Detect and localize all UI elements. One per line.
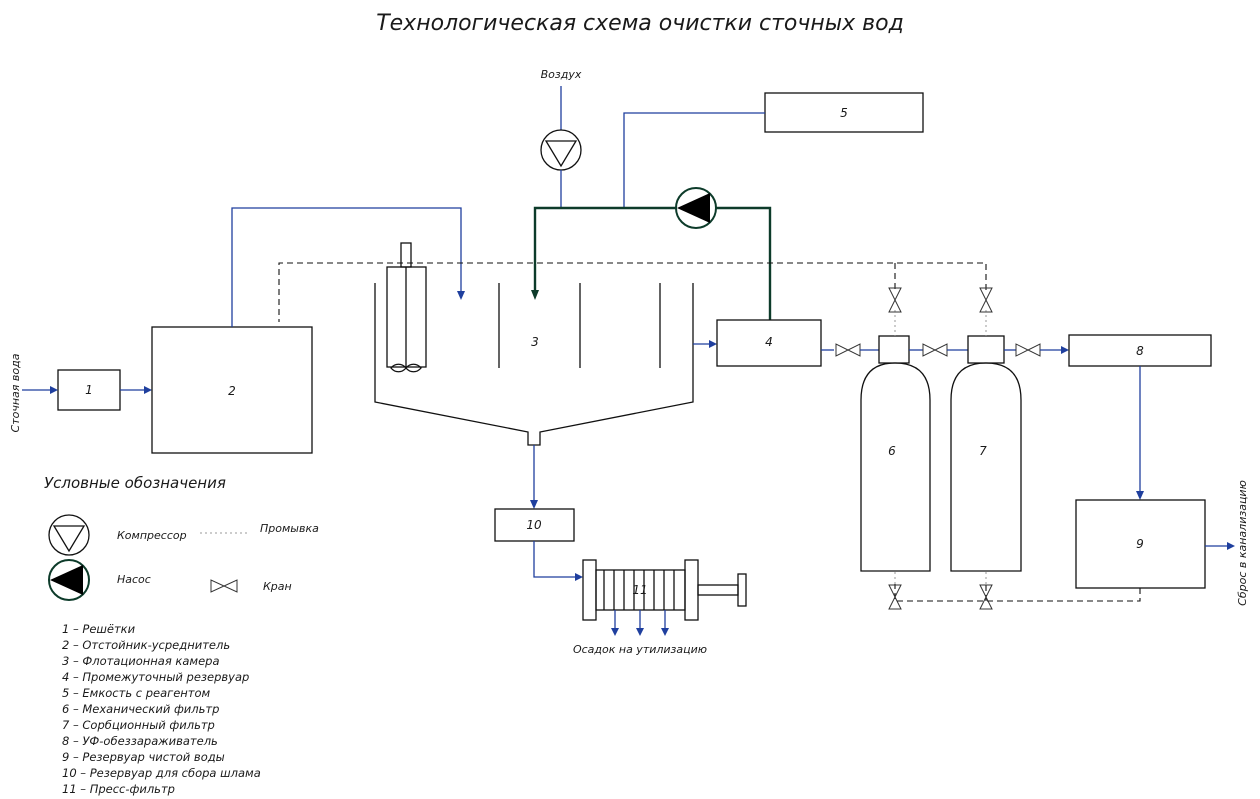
unit-9-clean-water-tank: 9	[1075, 499, 1206, 589]
key-item: 3 – Флотационная камера	[62, 654, 220, 668]
pump-icon	[48, 559, 90, 601]
compressor-icon	[540, 129, 582, 171]
unit-11-press-filter: 11	[582, 559, 747, 621]
legend-flush-label: Промывка	[260, 522, 319, 535]
unit-10-sludge-tank: 10	[494, 508, 575, 542]
unit-6-label: 6	[888, 444, 896, 458]
unit-10-label: 10	[526, 518, 542, 532]
key-item: 4 – Промежуточный резервуар	[62, 670, 249, 684]
key-item: 9 – Резервуар чистой воды	[62, 750, 225, 764]
legend-compressor-label: Компрессор	[117, 529, 187, 542]
legend-compressor: Компрессор	[48, 514, 187, 556]
unit-7-label: 7	[979, 444, 987, 458]
unit-3-label: 3	[531, 335, 539, 349]
key-item: 2 – Отстойник-усреднитель	[62, 638, 230, 652]
mixer	[386, 242, 427, 373]
unit-4-label: 4	[765, 335, 773, 349]
unit-6-mechanical-filter: 6	[860, 335, 931, 572]
unit-1-label: 1	[85, 383, 93, 397]
wastewater-label: Сточная вода	[9, 353, 22, 432]
diagram-title: Технологическая схема очистки сточных во…	[376, 11, 904, 36]
unit-5-label: 5	[840, 106, 848, 120]
legend-valve-label: Кран	[263, 580, 292, 593]
legend-pump-label: Насос	[117, 573, 151, 586]
unit-2-settler-equalizer: 2	[151, 326, 313, 454]
unit-5-reagent-tank: 5	[764, 92, 924, 133]
unit-3-flotation-chamber: 3	[374, 283, 694, 446]
key-item: 8 – УФ-обеззараживатель	[62, 734, 218, 748]
unit-1-screens: 1	[57, 369, 121, 411]
valve-icon	[922, 343, 948, 357]
valve-icon	[210, 579, 238, 593]
legend-pump: Насос	[48, 559, 151, 601]
sludge-out-label: Осадок на утилизацию	[573, 643, 707, 656]
unit-8-uv-disinfector: 8	[1068, 334, 1212, 367]
valve-icon	[979, 584, 993, 610]
key-item: 5 – Емкость с реагентом	[62, 686, 211, 700]
key-item: 10 – Резервуар для сбора шлама	[62, 766, 261, 780]
key-item: 11 – Пресс-фильтр	[62, 782, 175, 796]
valve-icon	[979, 287, 993, 313]
legend-heading: Условные обозначения	[44, 474, 226, 492]
legend-flush: Промывка	[200, 522, 319, 535]
unit-8-label: 8	[1136, 344, 1144, 358]
unit-4-intermediate-tank: 4	[716, 319, 822, 367]
key-item: 6 – Механический фильтр	[62, 702, 219, 716]
valve-icon	[888, 584, 902, 610]
unit-11-label: 11	[632, 583, 647, 597]
valve-icon	[835, 343, 861, 357]
pump-icon	[675, 187, 717, 229]
compressor-icon	[48, 514, 90, 556]
key-item: 7 – Сорбционный фильтр	[62, 718, 215, 732]
valve-icon	[888, 287, 902, 313]
legend-valve: Кран	[210, 579, 292, 593]
key-item: 1 – Решётки	[62, 622, 136, 636]
unit-2-label: 2	[228, 384, 236, 398]
air-label: Воздух	[541, 68, 582, 81]
unit-9-label: 9	[1136, 537, 1144, 551]
legend-key: 1 – Решётки 2 – Отстойник-усреднитель 3 …	[62, 622, 261, 796]
valve-icon	[1015, 343, 1041, 357]
unit-7-sorption-filter: 7	[950, 335, 1022, 572]
discharge-label: Сброс в канализацию	[1236, 480, 1249, 606]
